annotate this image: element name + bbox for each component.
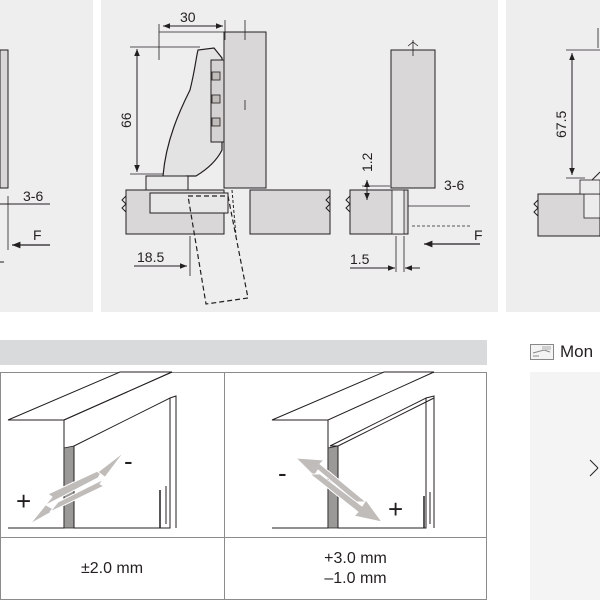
right-drawing-panel (506, 0, 600, 312)
hinge-arm (162, 47, 223, 189)
adjustment-illustration-2: - + (271, 371, 435, 529)
width-dimension-label: 30 (180, 9, 196, 25)
left-drawing: 3-6 F (0, 49, 50, 263)
right-height-label: 67.5 (553, 111, 569, 138)
right-box-drawing (589, 459, 599, 477)
section-header-bar (0, 340, 487, 365)
plus-sign-2: + (388, 494, 403, 524)
height-dimension-label: 66 (118, 112, 134, 128)
left-overlay-label: 3-6 (23, 188, 43, 204)
adjustment-value-2-bottom: –1.0 mm (324, 570, 387, 587)
section-label-text: Mon (560, 342, 594, 361)
offset-dimension-label: 18.5 (137, 249, 164, 265)
adjustment-value-1: ±2.0 mm (0, 538, 224, 600)
left-drawing-panel (0, 0, 93, 312)
gap-dimension-label: 1.2 (359, 152, 375, 172)
left-cabinet-side (0, 49, 9, 189)
minus-sign-1: - (124, 446, 133, 476)
mounting-section-label: Mon (530, 338, 593, 366)
adjustment-value-2-top: +3.0 mm (324, 550, 387, 567)
adjacent-door-panel (249, 189, 331, 235)
overlay-cabinet-side (390, 49, 436, 189)
force-label: F (474, 227, 483, 243)
arrow-down-right-icon (308, 473, 384, 523)
adjustment-illustration-1: + - (7, 371, 177, 529)
hinge-drawing: 30 66 18.5 1.2 3-6 F 1.5 (118, 9, 483, 305)
door-open-outline (187, 195, 249, 305)
arrow-right-icon (49, 451, 125, 513)
minus-sign-2: - (278, 458, 287, 488)
mounting-drawing-panel (530, 372, 600, 600)
left-force-label: F (33, 227, 42, 243)
plus-sign-1: + (16, 486, 31, 516)
adjustment-value-2: +3.0 mm –1.0 mm (225, 538, 486, 600)
right-drawing: 67.5 (533, 28, 600, 237)
adjustment-value-1-text: ±2.0 mm (80, 560, 144, 577)
overlay-dimension-label: 3-6 (444, 177, 464, 193)
document-icon (530, 344, 554, 360)
margin-dimension-label: 1.5 (350, 251, 370, 267)
